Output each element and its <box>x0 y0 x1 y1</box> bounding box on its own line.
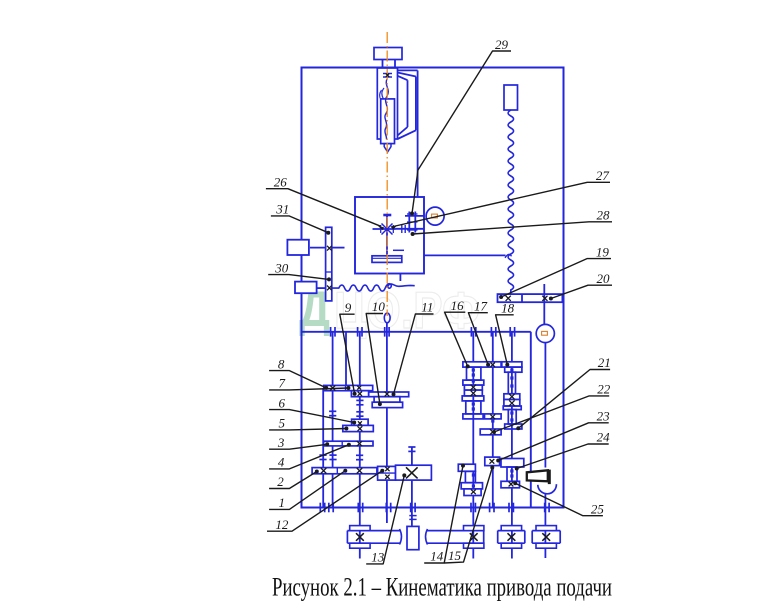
svg-text:26: 26 <box>274 175 288 190</box>
svg-text:7: 7 <box>279 376 286 391</box>
svg-text:14: 14 <box>430 549 444 564</box>
svg-text:2: 2 <box>277 474 284 489</box>
svg-text:4: 4 <box>278 455 285 470</box>
svg-text:17: 17 <box>474 298 488 313</box>
svg-text:12: 12 <box>275 517 289 532</box>
svg-text:24: 24 <box>597 430 611 445</box>
svg-text:19: 19 <box>596 244 610 259</box>
svg-text:23: 23 <box>597 409 611 424</box>
svg-text:20: 20 <box>597 271 611 286</box>
svg-text:15: 15 <box>448 548 462 563</box>
svg-text:11: 11 <box>421 300 433 315</box>
svg-text:16: 16 <box>451 298 465 313</box>
svg-text:9: 9 <box>345 300 352 315</box>
svg-text:18: 18 <box>501 301 514 316</box>
svg-text:31: 31 <box>275 202 289 217</box>
svg-text:Рисунок 2.1 – Кинематика приво: Рисунок 2.1 – Кинематика привода подачи <box>272 573 612 602</box>
svg-text:10: 10 <box>372 299 386 314</box>
svg-text:1: 1 <box>279 495 286 510</box>
svg-text:27: 27 <box>596 168 610 183</box>
svg-text:28: 28 <box>597 208 611 223</box>
svg-text:6: 6 <box>279 395 286 410</box>
svg-text:13: 13 <box>371 550 385 565</box>
svg-text:8: 8 <box>278 356 285 371</box>
svg-text:29: 29 <box>495 37 509 52</box>
svg-text:5: 5 <box>279 416 286 431</box>
svg-text:30: 30 <box>274 260 289 275</box>
svg-text:22: 22 <box>597 382 611 397</box>
svg-text:21: 21 <box>598 355 611 370</box>
svg-text:3: 3 <box>277 435 285 450</box>
svg-text:25: 25 <box>591 501 605 516</box>
